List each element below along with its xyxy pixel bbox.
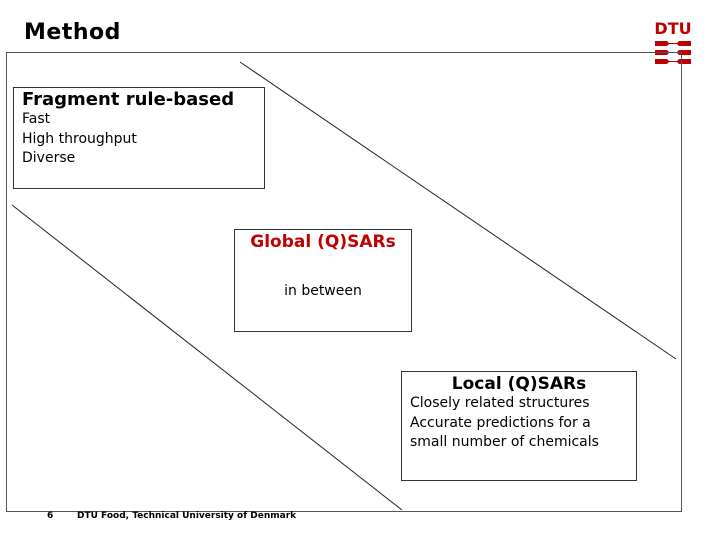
global-qsars-box: Global (Q)SARs in between (234, 229, 412, 332)
page-number: 6 (47, 511, 54, 521)
local-line-3: small number of chemicals (410, 434, 599, 450)
fragment-box-title: Fragment rule-based (22, 89, 235, 110)
dtu-logo: DTU (655, 19, 691, 64)
footer-organization: DTU Food, Technical University of Denmar… (77, 511, 297, 521)
upper-diagonal-line (239, 61, 677, 360)
local-line-2: Accurate predictions for a (410, 414, 591, 431)
local-line-1: Closely related structures (410, 395, 590, 411)
fragment-line-throughput: High throughput (22, 130, 137, 147)
global-box-title: Global (Q)SARs (250, 232, 396, 252)
fragment-line-fast: Fast (22, 111, 51, 127)
content-frame (6, 52, 682, 512)
fragment-rule-based-box: Fragment rule-based Fast High throughput… (13, 87, 265, 189)
local-qsars-box: Local (Q)SARs Closely related structures… (401, 371, 637, 481)
dtu-logo-text: DTU (655, 19, 691, 38)
global-box-text: in between (284, 283, 362, 299)
local-box-title: Local (Q)SARs (451, 374, 587, 394)
slide-title: Method (24, 20, 121, 45)
lower-diagonal-line (11, 204, 403, 511)
fragment-line-diverse: Diverse (22, 150, 76, 166)
